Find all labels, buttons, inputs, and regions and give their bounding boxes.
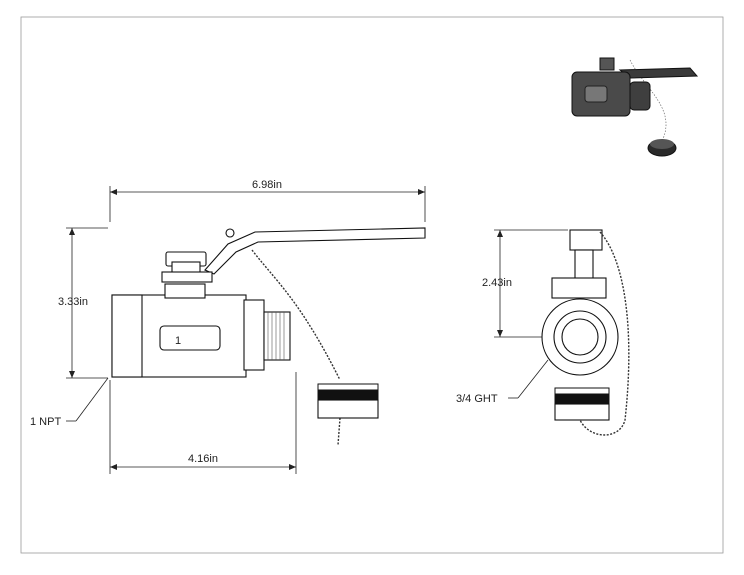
- dim-body-length-label: 4.16in: [188, 453, 218, 465]
- sheet-border: [20, 16, 724, 554]
- dim-body-length: [109, 372, 297, 474]
- dim-height: [66, 227, 108, 379]
- dim-height-label: 3.33in: [58, 296, 88, 308]
- dim-side-height-label: 2.43in: [482, 277, 512, 289]
- callout-outlet-thread: 3/4 GHT: [456, 393, 498, 405]
- dim-side-height: [494, 229, 568, 338]
- valve-3d-render: [571, 57, 699, 157]
- body-label: 1: [175, 335, 181, 347]
- callout-inlet-leader: [66, 377, 109, 422]
- valve-side-view: [541, 229, 630, 436]
- callout-inlet-thread: 1 NPT: [30, 416, 61, 428]
- valve-front-view: [111, 227, 426, 446]
- dim-overall-length: [109, 186, 426, 222]
- dim-overall-length-label: 6.98in: [252, 179, 282, 191]
- callout-outlet-leader: [508, 359, 549, 399]
